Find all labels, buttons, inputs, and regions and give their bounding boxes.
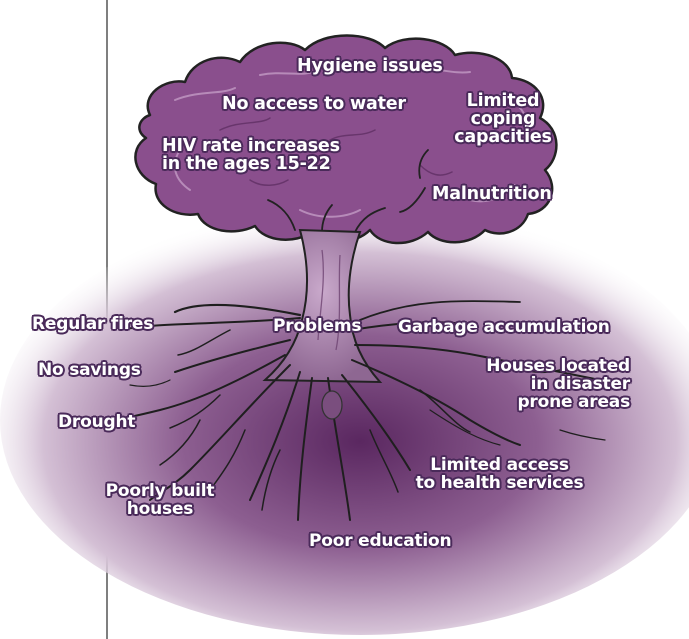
label-poor-education: Poor education xyxy=(309,532,451,550)
label-regular-fires: Regular fires xyxy=(32,315,153,333)
label-poorly-built-houses: Poorly built houses xyxy=(95,482,225,518)
label-drought: Drought xyxy=(58,413,135,431)
label-hiv-rate-text: HIV rate increases in the ages 15-22 xyxy=(162,136,340,174)
label-poorly-built-text: Poorly built houses xyxy=(106,481,215,519)
label-no-access-to-water: No access to water xyxy=(222,95,406,113)
label-houses-disaster-text: Houses located in disaster prone areas xyxy=(486,356,630,412)
label-limited-coping-capacities: Limited coping capacities xyxy=(448,92,558,146)
label-hygiene-issues: Hygiene issues xyxy=(297,57,443,75)
label-houses-disaster-areas: Houses located in disaster prone areas xyxy=(455,357,630,411)
label-garbage-accumulation: Garbage accumulation xyxy=(398,318,610,336)
trunk-knot xyxy=(322,391,342,419)
label-limited-health-text: Limited access to health services xyxy=(416,455,584,493)
label-limited-health-access: Limited access to health services xyxy=(402,456,597,492)
label-limited-coping-text: Limited coping capacities xyxy=(454,91,552,147)
label-hiv-rate: HIV rate increases in the ages 15-22 xyxy=(162,137,340,173)
label-no-savings: No savings xyxy=(38,361,141,379)
label-problems: Problems xyxy=(273,317,361,335)
label-malnutrition: Malnutrition xyxy=(432,185,552,203)
